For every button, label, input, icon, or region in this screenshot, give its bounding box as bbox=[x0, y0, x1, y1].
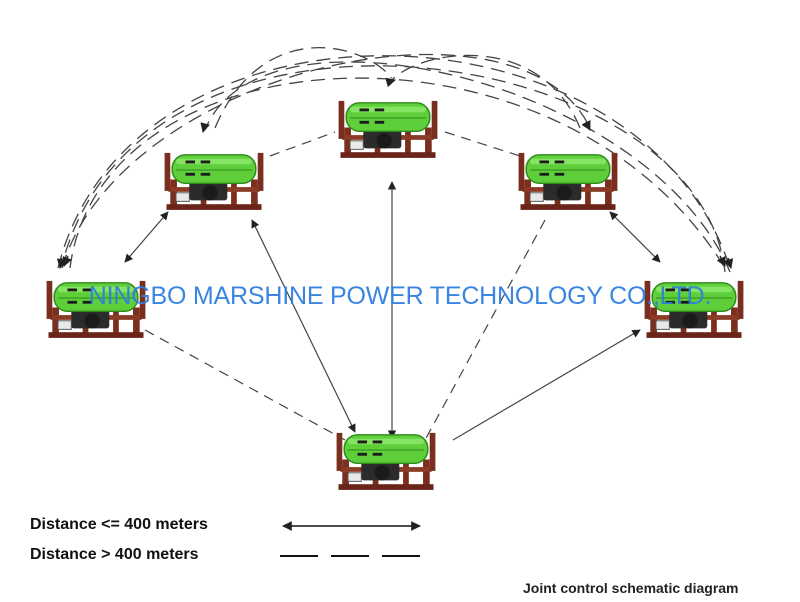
dashed-arc-lines bbox=[57, 47, 731, 273]
straight-connections bbox=[124, 131, 661, 441]
machine-top-center bbox=[337, 100, 439, 159]
legend-dashed-label: Distance > 400 meters bbox=[30, 546, 199, 563]
diagram-caption: Joint control schematic diagram bbox=[523, 580, 739, 596]
arc-arrowheads bbox=[56, 77, 734, 269]
machine-upper-right bbox=[517, 152, 619, 211]
legend-solid-label: Distance <= 400 meters bbox=[30, 516, 208, 533]
machine-bottom-center bbox=[335, 432, 437, 491]
machine-upper-left bbox=[163, 152, 265, 211]
company-watermark: NINGBO MARSHINE POWER TECHNOLOGY CO.,LTD… bbox=[88, 282, 712, 310]
